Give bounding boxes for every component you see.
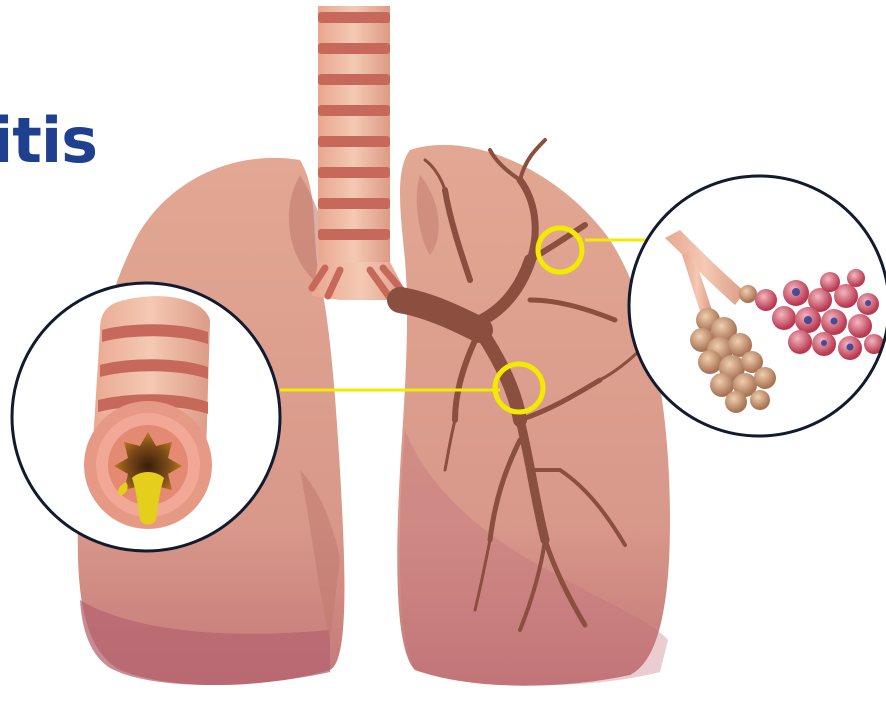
trachea xyxy=(312,6,410,300)
bronchus-cross-section-callout xyxy=(12,283,280,551)
bronchus-tube-icon xyxy=(84,296,212,529)
alveoli-callout xyxy=(629,176,886,436)
